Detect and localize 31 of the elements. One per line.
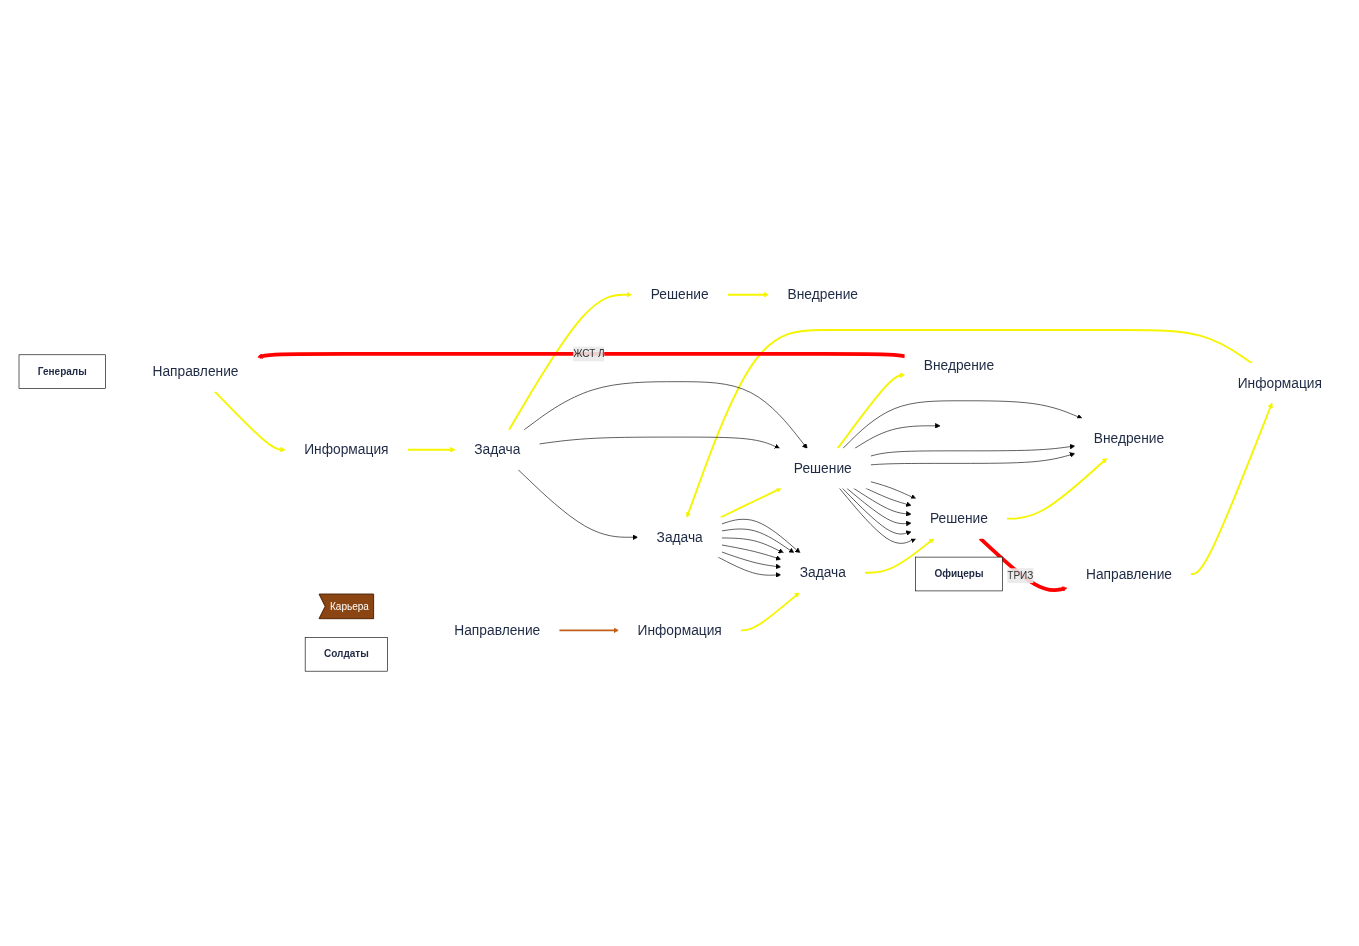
node-text: Направление (152, 363, 239, 380)
node-text: Информация (303, 441, 389, 458)
arrow (726, 291, 769, 298)
node-text: Решение (650, 286, 709, 303)
node-text: Информация (1237, 375, 1322, 391)
node-text: Информация (637, 622, 722, 639)
arrow (739, 592, 800, 632)
arrow (405, 446, 456, 453)
edge-label: ТРИЗ (1006, 569, 1033, 581)
node-text: Задача (656, 529, 703, 545)
node-box: Генералы (18, 354, 106, 389)
node-box: Солдаты (304, 637, 388, 672)
arrow (557, 627, 619, 633)
arrow (256, 352, 905, 359)
edge-label: ЖСТ Л (572, 348, 605, 359)
arrow (507, 291, 632, 431)
arrow (836, 372, 905, 450)
node-text: Внедрение (787, 286, 858, 303)
arrow (685, 329, 1253, 518)
arrow (1189, 402, 1273, 575)
node-text: Внедрение (923, 357, 994, 374)
node-text: Направление (1085, 566, 1172, 582)
node-text: Задача (473, 441, 520, 458)
arrow (863, 538, 934, 574)
arrow (719, 487, 782, 519)
node-box: Офицеры (914, 556, 1003, 592)
node-text: Направление (453, 622, 540, 639)
node-text: Внедрение (1093, 430, 1164, 447)
node-text: Задача (799, 564, 846, 581)
arrow (1005, 457, 1107, 520)
arrow (213, 390, 286, 453)
